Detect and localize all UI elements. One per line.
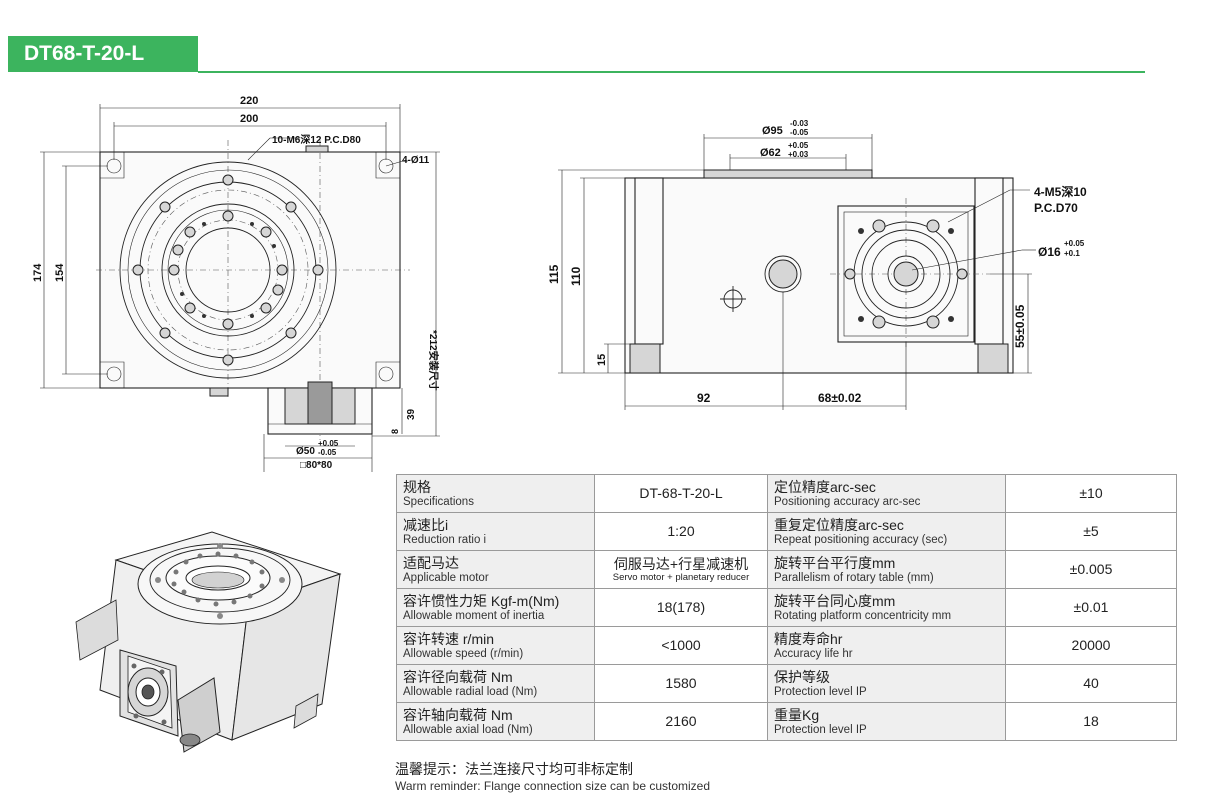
dim-200: 200 [240, 113, 258, 125]
dim-55: 55±0.05 [1013, 304, 1027, 348]
warm-reminder: 温馨提示：法兰连接尺寸均可非标定制 Warm reminder: Flange … [395, 760, 710, 794]
note-m5-pcd: P.C.D70 [1034, 201, 1078, 215]
spec-value: 20000 [1005, 626, 1177, 665]
spec-value: ±0.01 [1005, 588, 1177, 627]
reminder-en: Warm reminder: Flange connection size ca… [395, 779, 711, 793]
top-view: 220 200 10-M6深12 P.C.D80 4-Ø11 174 154 *… [32, 95, 440, 472]
note-corner-holes: 4-Ø11 [402, 155, 430, 166]
dim-d95-tol-dn: -0.05 [790, 128, 809, 137]
dim-68: 68±0.02 [818, 391, 862, 405]
dim-d95-tol-up: -0.03 [790, 119, 809, 128]
dim-sq80: □80*80 [300, 460, 333, 471]
spec-value: DT-68-T-20-L [594, 474, 768, 513]
dim-115: 115 [547, 264, 561, 284]
spec-value: 1:20 [594, 512, 768, 551]
dim-174: 174 [32, 263, 44, 282]
dim-212: *212安装尺寸 [427, 330, 440, 391]
dim-92: 92 [697, 391, 711, 405]
dim-d16-tol-dn: +0.1 [1064, 249, 1080, 258]
dim-d50: Ø50 [296, 446, 315, 457]
dim-220: 220 [240, 95, 258, 107]
note-m5-holes: 4-M5深10 [1034, 184, 1087, 199]
dim-d62: Ø62 [760, 147, 781, 159]
spec-value: 1580 [594, 664, 768, 703]
page-title: DT68-T-20-L [8, 36, 198, 72]
dim-d62-tol-dn: +0.03 [788, 150, 809, 159]
side-view: Ø95 -0.03 -0.05 Ø62 +0.05 +0.03 4-M5深10 … [547, 119, 1087, 410]
dim-110: 110 [569, 266, 583, 286]
dim-d62-tol-up: +0.05 [788, 141, 809, 150]
spec-value: 2160 [594, 702, 768, 741]
spec-label: 容许惯性力矩 Kgf-m(Nm)Allowable moment of iner… [396, 588, 595, 627]
dim-d16-tol-up: +0.05 [1064, 239, 1085, 248]
spec-value: 40 [1005, 664, 1177, 703]
spec-value: ±10 [1005, 474, 1177, 513]
note-bolt-pattern: 10-M6深12 P.C.D80 [272, 133, 361, 146]
spec-value: 18(178) [594, 588, 768, 627]
spec-value: ±5 [1005, 512, 1177, 551]
dim-d50-tol-up: +0.05 [318, 439, 339, 448]
dim-15: 15 [596, 354, 608, 366]
dim-d95: Ø95 [762, 125, 783, 137]
dim-d50-tol-dn: -0.05 [318, 448, 337, 457]
spec-value: <1000 [594, 626, 768, 665]
dim-d16: Ø16 [1038, 245, 1061, 259]
title-divider [198, 71, 1145, 73]
reminder-zh: 温馨提示：法兰连接尺寸均可非标定制 [395, 761, 633, 777]
dim-39: 39 [406, 408, 417, 420]
spec-value: 18 [1005, 702, 1177, 741]
spec-value: ±0.005 [1005, 550, 1177, 589]
dim-154: 154 [54, 263, 66, 282]
dim-8: 8 [390, 429, 400, 434]
table-row: 容许惯性力矩 Kgf-m(Nm)Allowable moment of iner… [396, 588, 1177, 627]
isometric-view [75, 531, 342, 753]
